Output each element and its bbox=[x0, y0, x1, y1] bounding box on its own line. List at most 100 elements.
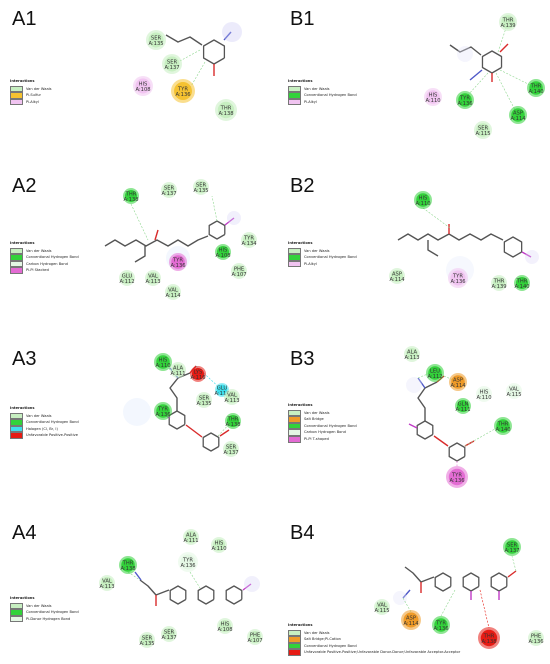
ligand-bond bbox=[169, 372, 191, 411]
legend-swatch bbox=[10, 432, 23, 439]
ligand-bond bbox=[134, 571, 142, 581]
residue-circle bbox=[162, 627, 176, 641]
legend-text: Pi-Alkyl bbox=[26, 99, 39, 104]
residue-circle bbox=[216, 245, 230, 259]
legend-item: Pi-Alkyl bbox=[10, 98, 52, 106]
residue-circle bbox=[390, 269, 404, 283]
legend-item: Van der Waals bbox=[288, 409, 357, 417]
ligand-bond bbox=[402, 589, 411, 599]
residue-number: A:111 bbox=[455, 407, 470, 413]
legend-item: Van der Waals bbox=[288, 629, 460, 637]
residue-number: A:140 bbox=[528, 89, 543, 95]
legend-item: Halogen (Cl, Br, I) bbox=[10, 425, 79, 433]
interaction-line bbox=[467, 72, 489, 96]
residue-circle bbox=[434, 618, 448, 632]
ligand-bond bbox=[469, 69, 483, 81]
residue-number: A:136 bbox=[450, 279, 465, 285]
residue-circle bbox=[529, 631, 543, 645]
residue-name: TYR bbox=[459, 96, 470, 102]
residue-name: GLU bbox=[122, 274, 133, 280]
ligand-bond bbox=[427, 240, 439, 257]
residue-name: HIS bbox=[219, 248, 228, 254]
residue-number: A:138 bbox=[123, 197, 138, 203]
residue-name: SER bbox=[196, 183, 207, 189]
legend-swatch bbox=[288, 254, 301, 261]
ligand-bond bbox=[521, 251, 532, 258]
legend-swatch bbox=[288, 98, 301, 106]
residue-number: A:112 bbox=[214, 391, 229, 397]
residue-circle bbox=[197, 393, 211, 407]
ligand-bond bbox=[165, 34, 203, 46]
legend-item: Conventional Hydrogen Bond bbox=[288, 422, 357, 430]
residue-circle bbox=[100, 576, 114, 590]
residue-name: THR bbox=[125, 192, 137, 198]
residue-number: A:135 bbox=[148, 41, 163, 47]
legend-text: Pi-Pi Stacked bbox=[26, 268, 49, 273]
legend-swatch bbox=[10, 267, 23, 274]
residue-circle bbox=[242, 233, 256, 247]
legend-swatch bbox=[10, 419, 23, 426]
residue-number: A:138 bbox=[225, 422, 240, 428]
residue-name: ASP bbox=[406, 616, 416, 622]
ligand-ring bbox=[202, 39, 226, 65]
residue-circle bbox=[224, 442, 238, 456]
residue-circle bbox=[135, 78, 151, 94]
ligand-ring bbox=[462, 572, 480, 592]
legend-item: Van der Waals bbox=[10, 247, 79, 255]
residue-circle bbox=[166, 285, 180, 299]
residue-circle bbox=[226, 414, 240, 428]
interaction-line bbox=[130, 203, 149, 241]
residue-name: THR bbox=[530, 84, 542, 90]
interaction-line bbox=[189, 571, 201, 589]
interaction-halo bbox=[244, 576, 260, 592]
ligand-bond bbox=[404, 566, 435, 583]
residue-number: A:114 bbox=[389, 277, 405, 283]
residue-number: A:135 bbox=[193, 188, 208, 194]
residue-number: A:140 bbox=[514, 284, 529, 290]
residue-name: LYS bbox=[194, 370, 203, 376]
ligand-bond bbox=[242, 583, 252, 591]
residue-name: VAL bbox=[227, 393, 237, 399]
panel-label-b4: B4 bbox=[290, 522, 315, 544]
legend-text: Carbon Hydrogen Bond bbox=[304, 430, 346, 435]
legend-item: Unfavorable Positive-Positive;Unfavorabl… bbox=[288, 649, 460, 656]
legend-text: Unfavorable Positive-Positive;Unfavorabl… bbox=[304, 650, 461, 655]
residue-circle bbox=[217, 101, 235, 119]
amine-bond bbox=[223, 31, 232, 41]
residue-name: TYR bbox=[177, 87, 188, 93]
legend-item: Conventional Hydrogen Bond bbox=[288, 642, 460, 650]
legend-item: Conventional Hydrogen Bond bbox=[288, 254, 357, 261]
legend-swatch bbox=[10, 254, 23, 261]
interaction-halo bbox=[123, 398, 151, 426]
residue-circle bbox=[120, 271, 134, 285]
ligand-bond bbox=[417, 377, 426, 389]
residue-name: TYR bbox=[452, 274, 463, 280]
legend-title: Interactions bbox=[288, 403, 313, 407]
residue-circle bbox=[194, 180, 208, 194]
residue-number: A:107 bbox=[247, 638, 262, 644]
residue-name: TYR bbox=[243, 236, 254, 242]
legend-text: Carbon Hydrogen Bond bbox=[26, 261, 68, 266]
residue-name: THR bbox=[122, 561, 134, 567]
residue-number: A:113 bbox=[404, 355, 419, 361]
ligand-bond bbox=[154, 229, 159, 241]
residue-circle bbox=[403, 612, 419, 628]
legend-title: Interactions bbox=[288, 79, 313, 83]
legend-item: Salt Bridge;Pi-Cation bbox=[288, 636, 460, 643]
residue-circle bbox=[162, 183, 176, 197]
residue-number: A:110 bbox=[415, 201, 430, 207]
residue-name: TYR bbox=[182, 558, 193, 564]
